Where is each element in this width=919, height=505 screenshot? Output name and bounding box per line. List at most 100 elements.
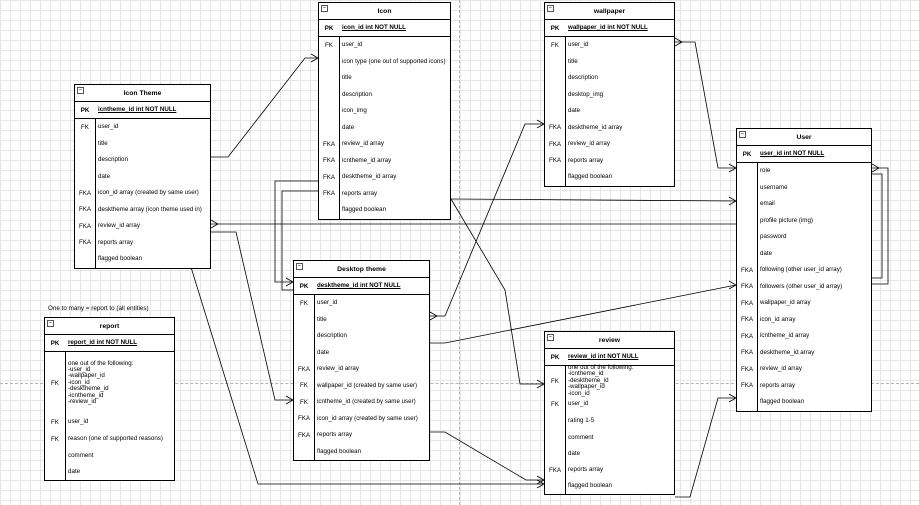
- attribute-name: review_id array: [760, 365, 802, 373]
- collapse-icon[interactable]: −: [739, 131, 746, 138]
- attribute-row: date: [737, 246, 871, 263]
- attribute-key: FKA: [740, 332, 754, 340]
- attribute-row: date: [545, 103, 674, 120]
- attribute-row: username: [737, 180, 871, 197]
- attribute-name: date: [98, 172, 111, 180]
- crowfoot-desk-icntheme: [285, 395, 294, 405]
- attribute-name: user_id: [342, 41, 363, 49]
- attribute-name: icon_id array (created by same user): [98, 189, 199, 197]
- attribute-name: user_id: [568, 400, 589, 408]
- collapse-icon[interactable]: −: [77, 87, 84, 94]
- relationship-note: One to many = report to (all entities): [48, 305, 149, 312]
- attribute-row: flagged boolean: [545, 169, 674, 186]
- attribute-key: FK: [51, 436, 59, 443]
- attribute-name: comment: [68, 451, 94, 459]
- attribute-name: one out of the following: -icntheme_id -…: [568, 363, 634, 397]
- attribute-key: FKA: [548, 466, 562, 474]
- pk-label: PK: [299, 282, 309, 290]
- attribute-row: FK user_id: [545, 37, 674, 54]
- pk-label: PK: [50, 339, 60, 347]
- attribute-name: desktheme_id array: [760, 348, 815, 356]
- entity-title: −Desktop theme: [294, 261, 429, 278]
- attribute-row: date: [545, 446, 674, 462]
- entity-title: − User: [737, 129, 871, 146]
- collapse-icon[interactable]: −: [296, 263, 303, 270]
- attribute-name: reports array: [568, 156, 604, 164]
- attribute-name: icon_id array: [760, 315, 796, 323]
- collapse-icon[interactable]: −: [47, 320, 54, 327]
- pk-field: report_id int NOT NULL: [68, 338, 138, 346]
- attribute-row: email: [737, 196, 871, 213]
- attribute-key: FK: [325, 41, 333, 49]
- collapse-icon[interactable]: −: [547, 5, 554, 12]
- collapse-icon[interactable]: −: [547, 334, 554, 341]
- attribute-row: desktop_img: [545, 87, 674, 104]
- attribute-key: FKA: [78, 206, 92, 214]
- attribute-name: desktheme array (icon theme used in): [98, 205, 202, 213]
- attribute-name: date: [68, 467, 81, 475]
- collapse-icon[interactable]: −: [321, 5, 328, 12]
- entity-title-text: Icon: [377, 7, 392, 15]
- attribute-name: icon type (one out of supported icons): [342, 57, 446, 65]
- attribute-name: user_id: [568, 41, 589, 49]
- crowfoot-icon: [310, 53, 319, 63]
- attribute-name: user_id: [68, 418, 89, 426]
- attribute-key: FKA: [740, 349, 754, 357]
- attribute-key: FK: [300, 299, 308, 307]
- attribute-name: icon_img: [342, 107, 367, 115]
- crowfoot-desk1: [285, 277, 294, 287]
- crowfoot-wall-user: [674, 37, 683, 47]
- attribute-row: FKA desktheme array (icon theme used in): [75, 202, 210, 219]
- crowfoot-desk-wall: [429, 311, 438, 321]
- attribute-name: reports array: [760, 381, 796, 389]
- entity-title-text: report: [99, 322, 120, 330]
- attribute-row: flagged boolean: [737, 394, 871, 411]
- attribute-name: user_id: [98, 123, 119, 131]
- attribute-key: FK: [551, 41, 559, 49]
- attribute-name: icntheme_id (created by same user): [317, 398, 416, 406]
- attribute-name: role: [760, 167, 771, 175]
- edge-wallpaper-user: [675, 41, 736, 169]
- pk-field: icon_id int NOT NULL: [342, 23, 406, 31]
- attribute-name: followers (other user_id array): [760, 282, 843, 290]
- attribute-key: FKA: [548, 157, 562, 165]
- attribute-name: following (other user_id array): [760, 266, 842, 274]
- attribute-row: description: [545, 70, 674, 87]
- primary-key-row: PK report_id int NOT NULL: [45, 335, 174, 352]
- crowfoot-review: [536, 379, 545, 389]
- attribute-row: comment: [545, 430, 674, 446]
- crowfoot-user-self: [871, 163, 880, 173]
- attribute-key: FKA: [740, 382, 754, 390]
- attribute-name: profile picture (img): [760, 216, 813, 224]
- attribute-name: reports array: [342, 189, 378, 197]
- attribute-key: FKA: [322, 190, 336, 198]
- attribute-name: one out of the following: -user_id -wall…: [68, 359, 134, 406]
- attribute-name: description: [317, 332, 347, 340]
- entity-title: −wallpaper: [545, 3, 674, 20]
- entity-title-text: User: [796, 133, 812, 141]
- attribute-list: FK one out of the following: -user_id -wa…: [45, 352, 174, 480]
- attribute-name: wallpaper_id (created by same user): [317, 381, 418, 389]
